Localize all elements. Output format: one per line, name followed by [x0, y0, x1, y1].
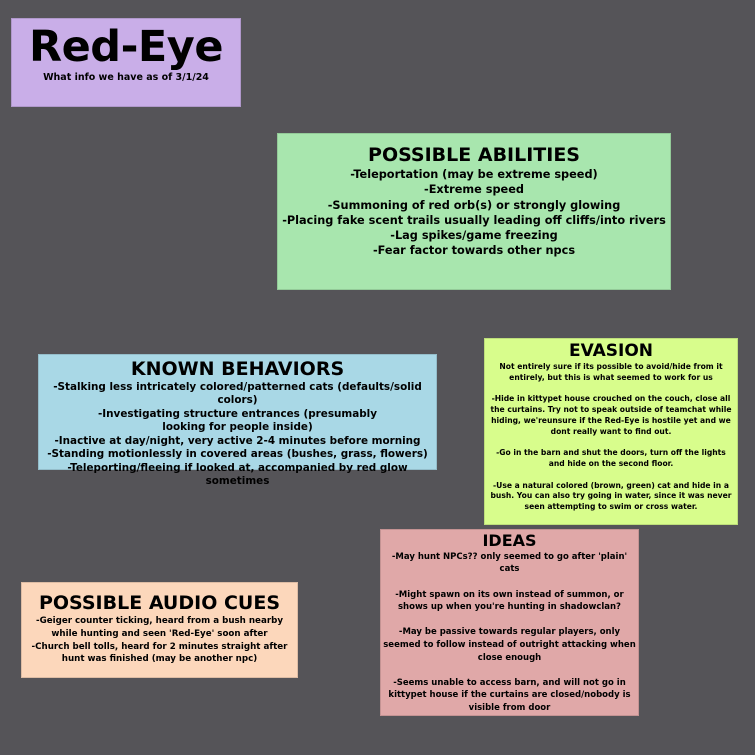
section-heading: EVASION	[568, 341, 654, 361]
idea-item: -May hunt NPCs?? only seemed to go after…	[391, 551, 628, 575]
behavior-item: -Teleporting/fleeing if looked at, accom…	[67, 461, 408, 488]
ability-item: -Summoning of red orb(s) or strongly glo…	[327, 198, 621, 212]
audio-cue-item: -Geiger counter ticking, heard from a bu…	[36, 615, 283, 639]
ability-item: -Placing fake scent trails usually leadi…	[282, 213, 666, 227]
behavior-item: -Stalking less intricately colored/patte…	[53, 380, 422, 407]
evasion-card: EVASION Not entirely sure if its possibl…	[484, 338, 738, 525]
possible-audio-cues-card: POSSIBLE AUDIO CUES -Geiger counter tick…	[21, 582, 298, 678]
evasion-intro: Not entirely sure if its possible to avo…	[499, 361, 723, 382]
idea-item: -Seems unable to access barn, and will n…	[388, 677, 631, 713]
evasion-item: -Hide in kittypet house crouched on the …	[490, 394, 732, 436]
behavior-item: -Standing motionlessly in covered areas …	[47, 448, 428, 461]
spacer	[489, 470, 733, 481]
title-card: Red-Eye What info we have as of 3/1/24	[11, 18, 241, 107]
possible-abilities-card: POSSIBLE ABILITIES -Teleportation (may b…	[277, 133, 671, 290]
behavior-item: -Inactive at day/night, very active 2-4 …	[54, 434, 421, 447]
idea-item: -Might spawn on its own instead of summo…	[395, 589, 624, 613]
page-subtitle: What info we have as of 3/1/24	[43, 72, 209, 84]
section-heading: POSSIBLE AUDIO CUES	[38, 592, 281, 614]
known-behaviors-card: KNOWN BEHAVIORS -Stalking less intricate…	[38, 354, 437, 487]
ability-item: -Lag spikes/game freezing	[390, 229, 558, 243]
section-heading: POSSIBLE ABILITIES	[368, 144, 580, 166]
evasion-item: -Use a natural colored (brown, green) ca…	[490, 480, 732, 512]
ability-item: -Fear factor towards other npcs	[372, 244, 576, 258]
ideas-card: IDEAS -May hunt NPCs?? only seemed to go…	[380, 529, 639, 716]
spacer	[383, 576, 636, 589]
section-heading: KNOWN BEHAVIORS	[130, 358, 345, 380]
ability-item: -Extreme speed	[424, 183, 524, 197]
spacer	[383, 664, 636, 677]
idea-item: -May be passive towards regular players,…	[383, 627, 636, 663]
spacer	[489, 383, 733, 394]
spacer	[489, 437, 733, 448]
audio-cue-item: -Church bell tolls, heard for 2 minutes …	[31, 641, 288, 665]
ability-item: -Teleportation (may be extreme speed)	[350, 167, 598, 181]
evasion-item: -Go in the barn and shut the doors, turn…	[496, 448, 726, 469]
behavior-item: -Investigating structure entrances (pres…	[97, 407, 378, 434]
page-title: Red-Eye	[29, 22, 223, 72]
section-heading: IDEAS	[482, 531, 537, 550]
spacer	[383, 614, 636, 627]
